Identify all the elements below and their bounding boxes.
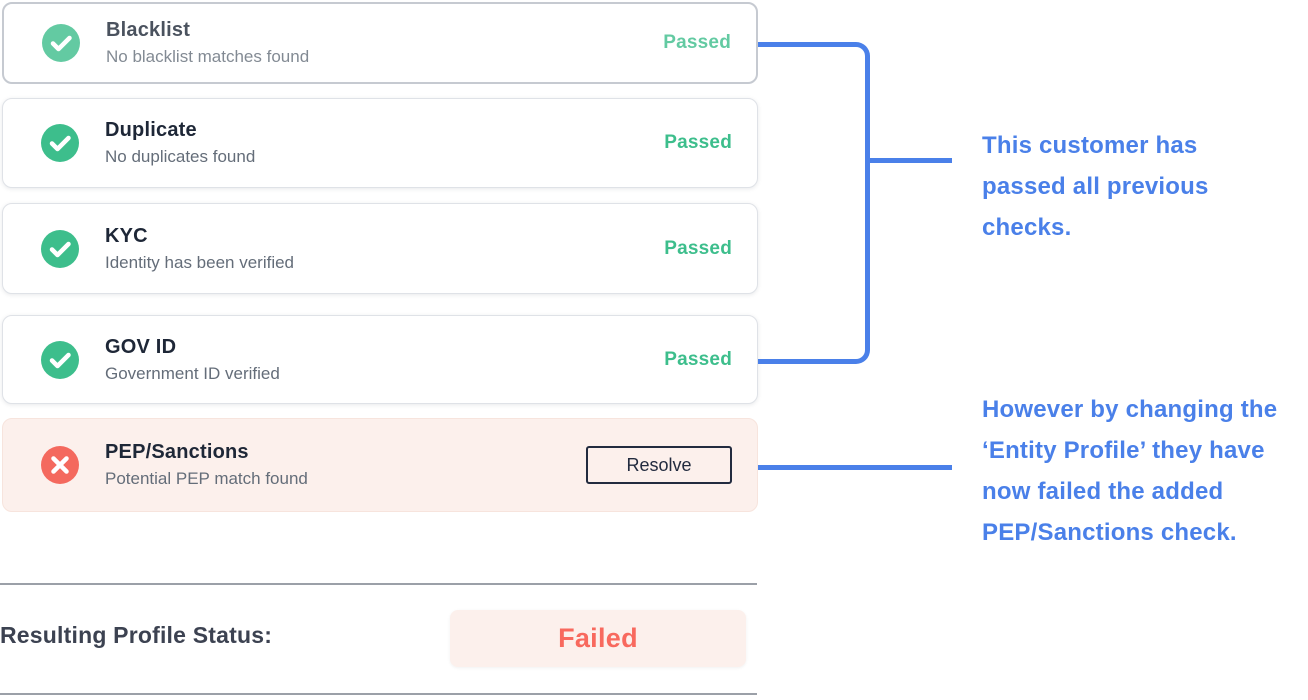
check-row-kyc: KYC Identity has been verified Passed	[2, 203, 758, 294]
check-circle-icon	[41, 124, 79, 162]
connector-bracket-passed-checks	[758, 42, 870, 364]
check-title: GOV ID	[105, 335, 177, 358]
check-subtitle: Potential PEP match found	[105, 469, 308, 488]
check-row-gov-id: GOV ID Government ID verified Passed	[2, 315, 758, 404]
x-circle-icon	[41, 446, 79, 484]
check-row-pep-sanctions: PEP/Sanctions Potential PEP match found …	[2, 418, 758, 512]
annotation-passed-checks: This customer has passed all previous ch…	[982, 132, 1209, 241]
result-label: Resulting Profile Status:	[0, 622, 273, 648]
check-circle-icon	[41, 340, 79, 379]
check-circle-icon	[42, 24, 80, 62]
status-badge: Passed	[664, 237, 732, 259]
divider	[0, 693, 757, 695]
status-badge: Passed	[664, 348, 732, 370]
check-subtitle: Government ID verified	[105, 363, 280, 383]
check-subtitle: No duplicates found	[105, 147, 256, 166]
check-row-blacklist: Blacklist No blacklist matches found Pas…	[2, 2, 758, 84]
check-title: Blacklist	[106, 19, 191, 41]
check-title: KYC	[105, 224, 148, 247]
check-subtitle: No blacklist matches found	[106, 47, 310, 66]
checks-panel: Blacklist No blacklist matches found Pas…	[2, 2, 758, 512]
result-status-value: Failed	[558, 623, 638, 653]
check-title: PEP/Sanctions	[105, 441, 249, 463]
check-title: Duplicate	[105, 119, 197, 141]
check-row-duplicate: Duplicate No duplicates found Passed	[2, 98, 758, 188]
check-circle-icon	[41, 229, 79, 268]
status-badge: Passed	[663, 32, 731, 53]
resolve-button[interactable]: Resolve	[586, 446, 732, 484]
connector-pep-line	[758, 465, 952, 470]
check-subtitle: Identity has been verified	[105, 252, 295, 272]
divider	[0, 583, 757, 585]
status-badge: Passed	[664, 132, 732, 153]
result-status-badge: Failed	[450, 610, 746, 667]
annotation-failed-check: However by changing the ‘Entity Profile’…	[982, 396, 1278, 546]
connector-branch-line	[868, 158, 952, 163]
